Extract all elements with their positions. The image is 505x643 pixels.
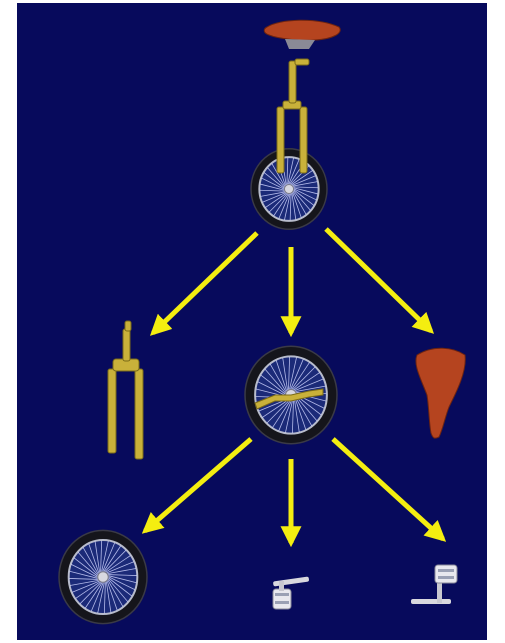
wheel-node	[59, 530, 147, 623]
diagram-panel	[17, 3, 487, 640]
unicycle-wheel	[251, 149, 327, 230]
wheel-assembly-node	[245, 346, 337, 444]
decomposition-diagram	[17, 3, 487, 640]
